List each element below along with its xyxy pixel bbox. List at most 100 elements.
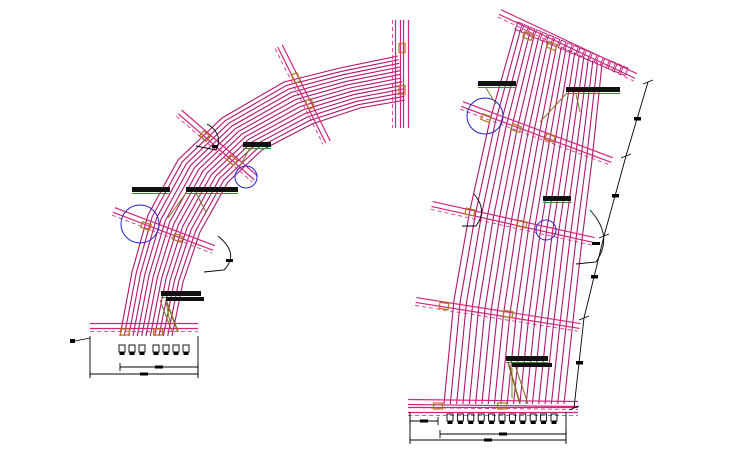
dimension-text-mark [591, 275, 598, 279]
curved-pergola-plan [70, 20, 410, 378]
roof-slat [154, 84, 403, 337]
label-bar [161, 291, 201, 296]
dimension-text-mark [634, 117, 641, 121]
angle-arc [203, 235, 232, 273]
roof-slat [132, 66, 400, 337]
bracket [171, 232, 185, 244]
dimension-text-mark [155, 365, 163, 369]
label-bar [506, 356, 548, 361]
leader-line [239, 147, 251, 167]
label-bar [512, 363, 552, 367]
slat-end-cap [619, 65, 629, 77]
dimension-text-mark [484, 438, 492, 442]
leader-line [165, 301, 171, 323]
dimension-text-mark [612, 194, 619, 198]
cross-beam [416, 296, 581, 325]
post-base [119, 352, 125, 355]
bracket [304, 97, 316, 111]
leader-line [539, 93, 567, 123]
dimension-text-mark [226, 259, 233, 262]
bracket [516, 219, 528, 229]
callout-circle [535, 219, 557, 241]
roof-slat [487, 41, 549, 405]
roof-slat [162, 92, 404, 337]
dimension-tick [642, 79, 654, 85]
post-base [499, 421, 505, 424]
roof-slat [525, 52, 576, 405]
roof-slat [475, 37, 540, 405]
slat-end-cap [520, 24, 530, 35]
roof-slat [462, 33, 531, 405]
bracket [521, 30, 535, 42]
bracket [496, 402, 508, 410]
support-post [513, 361, 529, 405]
leader-line [575, 93, 581, 113]
post-base [468, 421, 474, 424]
dimension-text-mark [592, 242, 600, 245]
cross-beam [460, 105, 612, 163]
slat-end-cap [613, 63, 623, 74]
post-base [509, 421, 515, 424]
cross-beam [114, 207, 216, 247]
leader-line [167, 192, 187, 219]
bracket [438, 301, 450, 311]
cross-beam [432, 200, 595, 239]
roof-slat [128, 62, 400, 337]
dimension-text-mark [420, 419, 428, 423]
cross-beam [112, 211, 214, 251]
post-base [520, 421, 526, 424]
roof-slat [544, 58, 589, 405]
label-bar [566, 87, 620, 92]
angle-arc [195, 123, 219, 151]
roof-slat [531, 54, 580, 405]
bracket [543, 132, 557, 144]
cross-beam [459, 108, 611, 166]
dimension-text-mark [499, 432, 507, 436]
leader-line [195, 192, 207, 213]
label-bar [478, 81, 516, 86]
cross-beam [415, 301, 580, 330]
slat-end-cap [514, 21, 524, 32]
label-bar [243, 142, 271, 147]
dimension-tick [620, 153, 632, 159]
bracket [479, 112, 493, 124]
label-bar [543, 196, 571, 201]
cross-beam [498, 13, 636, 79]
support-post [165, 299, 179, 333]
support-post [507, 361, 521, 405]
callout-circle [466, 97, 504, 135]
roof-slat [519, 50, 571, 405]
bracket [464, 207, 476, 217]
roof-slat [506, 46, 562, 405]
cross-beam [277, 46, 327, 144]
slat-end-cap [539, 31, 549, 43]
bracket [545, 40, 559, 52]
cross-beam [281, 44, 331, 142]
cross-beam [176, 115, 253, 183]
post-base [183, 352, 189, 355]
roof-slat [500, 44, 558, 405]
roof-slat [119, 55, 399, 337]
dimension-tick [578, 315, 590, 321]
label-bar [186, 187, 238, 192]
roof-slat [141, 73, 402, 337]
label-bar [132, 187, 170, 192]
cross-beam [500, 9, 638, 75]
post-base [173, 352, 179, 355]
post-base [541, 421, 547, 424]
slat-end-cap [526, 26, 536, 38]
dimension-text-mark [576, 361, 583, 365]
post-base [551, 421, 557, 424]
cross-beam [408, 398, 579, 403]
support-post [159, 299, 173, 333]
bracket [225, 153, 239, 167]
dimension-text-mark [140, 372, 148, 376]
cross-beam [111, 214, 213, 254]
roof-slat [538, 56, 585, 405]
bracket [119, 328, 131, 336]
dimension-tick [568, 405, 580, 411]
roof-slat [123, 59, 399, 337]
dimension-tick [598, 233, 610, 239]
